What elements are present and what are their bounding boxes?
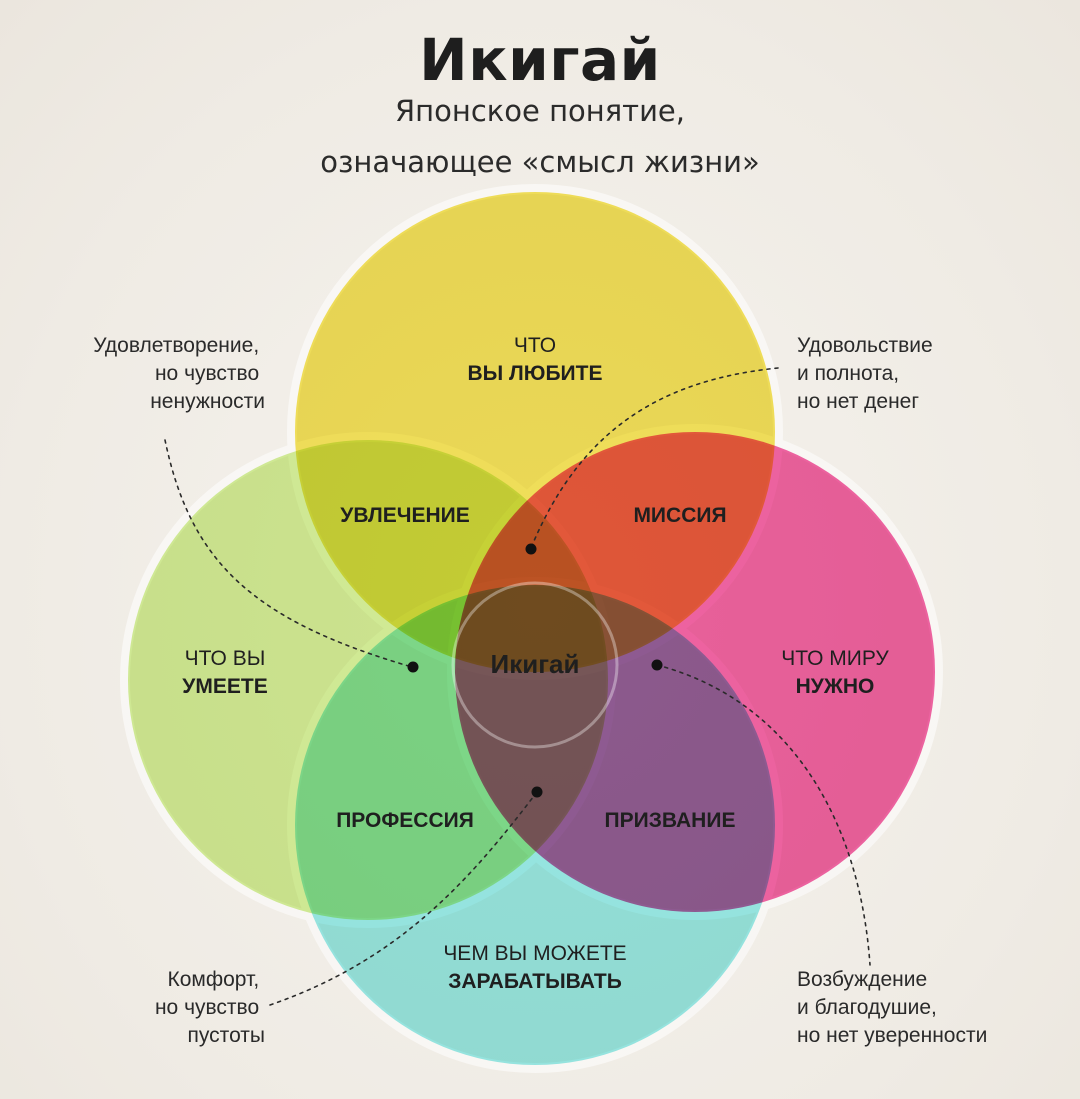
leader-line-bottom-right (656, 664, 871, 966)
label-paid-for-line1: ЧЕМ ВЫ МОЖЕТЕ (443, 942, 626, 965)
annotation-bottom-left: Комфорт, но чувство пустоты (155, 968, 265, 1047)
label-world-needs-line2: НУЖНО (796, 675, 875, 698)
dot-delight (525, 543, 537, 555)
subtitle-line-2: означающее «смысл жизни» (320, 145, 760, 179)
annotation-bottom-right: Возбуждение и благодушие, но нет уверенн… (797, 968, 987, 1047)
leader-line-top-right (530, 367, 779, 549)
leader-line-top-left (164, 439, 413, 668)
label-good-at-line1: ЧТО ВЫ (185, 647, 266, 670)
leader-line-bottom-left (269, 791, 538, 1006)
label-love-line2: ВЫ ЛЮБИТЕ (468, 362, 603, 385)
center-highlight-ring (451, 581, 619, 749)
label-ikigai-center: Икигай (491, 649, 580, 679)
label-profession: ПРОФЕССИЯ (336, 809, 474, 832)
annotation-top-right: Удовольствие и полнота, но нет денег (797, 334, 939, 413)
label-passion: УВЛЕЧЕНИЕ (340, 504, 469, 527)
label-vocation: ПРИЗВАНИЕ (605, 809, 736, 832)
page-title: Икигай (419, 26, 661, 94)
label-good-at-line2: УМЕЕТЕ (182, 675, 267, 698)
dot-comfort (531, 786, 543, 798)
dot-satisfaction (407, 661, 419, 673)
subtitle-line-1: Японское понятие, (395, 94, 685, 128)
label-world-needs-line1: ЧТО МИРУ (781, 647, 889, 670)
annotation-top-left: Удовлетворение, но чувство ненужности (93, 334, 265, 413)
circle-what-you-can-be-paid-for (295, 585, 775, 1065)
dot-excitement (651, 659, 663, 671)
label-mission: МИССИЯ (633, 504, 726, 527)
label-love-line1: ЧТО (514, 334, 556, 357)
label-paid-for-line2: ЗАРАБАТЫВАТЬ (448, 970, 622, 993)
